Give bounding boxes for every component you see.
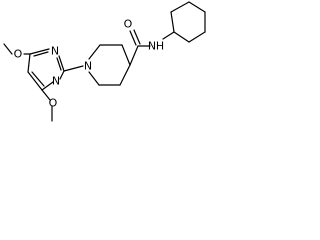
atom-label-piperidine-n: N (84, 60, 92, 73)
bond-c4-n3 (41, 81, 54, 91)
bond-c3-c4 (121, 44, 131, 66)
bond-c4-c5 (119, 64, 131, 86)
bond-cy6-cy1 (173, 31, 190, 43)
bond-cy1-cy2 (170, 11, 175, 33)
bond-c4-carbonyl (129, 45, 139, 66)
bond-carbonyl-o-b (133, 29, 141, 45)
bond-methyl-o-upper (3, 43, 13, 55)
bond-c5-c4-double (27, 71, 43, 91)
bond-c2-n1-inner (56, 57, 62, 71)
bond-c6-c5 (27, 53, 31, 73)
bond-c4-o-lower (41, 89, 51, 101)
bond-np-c2 (88, 44, 101, 60)
atom-label-amide-h: H (156, 40, 164, 53)
bond-c5-c4-inner (31, 71, 45, 87)
bond-cy2-cy3 (170, 1, 190, 13)
atom-label-pyrimidine-n-upper: N (51, 45, 59, 58)
atom-label-amide-o: O (124, 18, 133, 31)
bond-n-cyclohexyl (162, 31, 175, 40)
bond-c2-n1-double (58, 55, 65, 72)
atom-label-methoxy-o-upper: O (14, 48, 23, 61)
bond-c2-n-piperidine (63, 65, 84, 72)
atom-label-methoxy-o-lower: O (49, 97, 58, 110)
bond-c6-n1-inner (33, 51, 49, 57)
molecule-structure-diagram: O O N N N O N H (3, 1, 206, 122)
bond-cy3-cy4 (188, 1, 206, 13)
bond-c6-np (88, 71, 100, 86)
bond-cy5-cy6 (188, 31, 206, 43)
bond-carbonyl-o-a (129, 30, 137, 46)
atom-label-pyrimidine-n-lower: N (52, 75, 60, 88)
atom-label-amide-n: N (148, 40, 156, 53)
bond-n1-c6 (29, 48, 50, 55)
bond-n3-c2 (59, 70, 65, 80)
